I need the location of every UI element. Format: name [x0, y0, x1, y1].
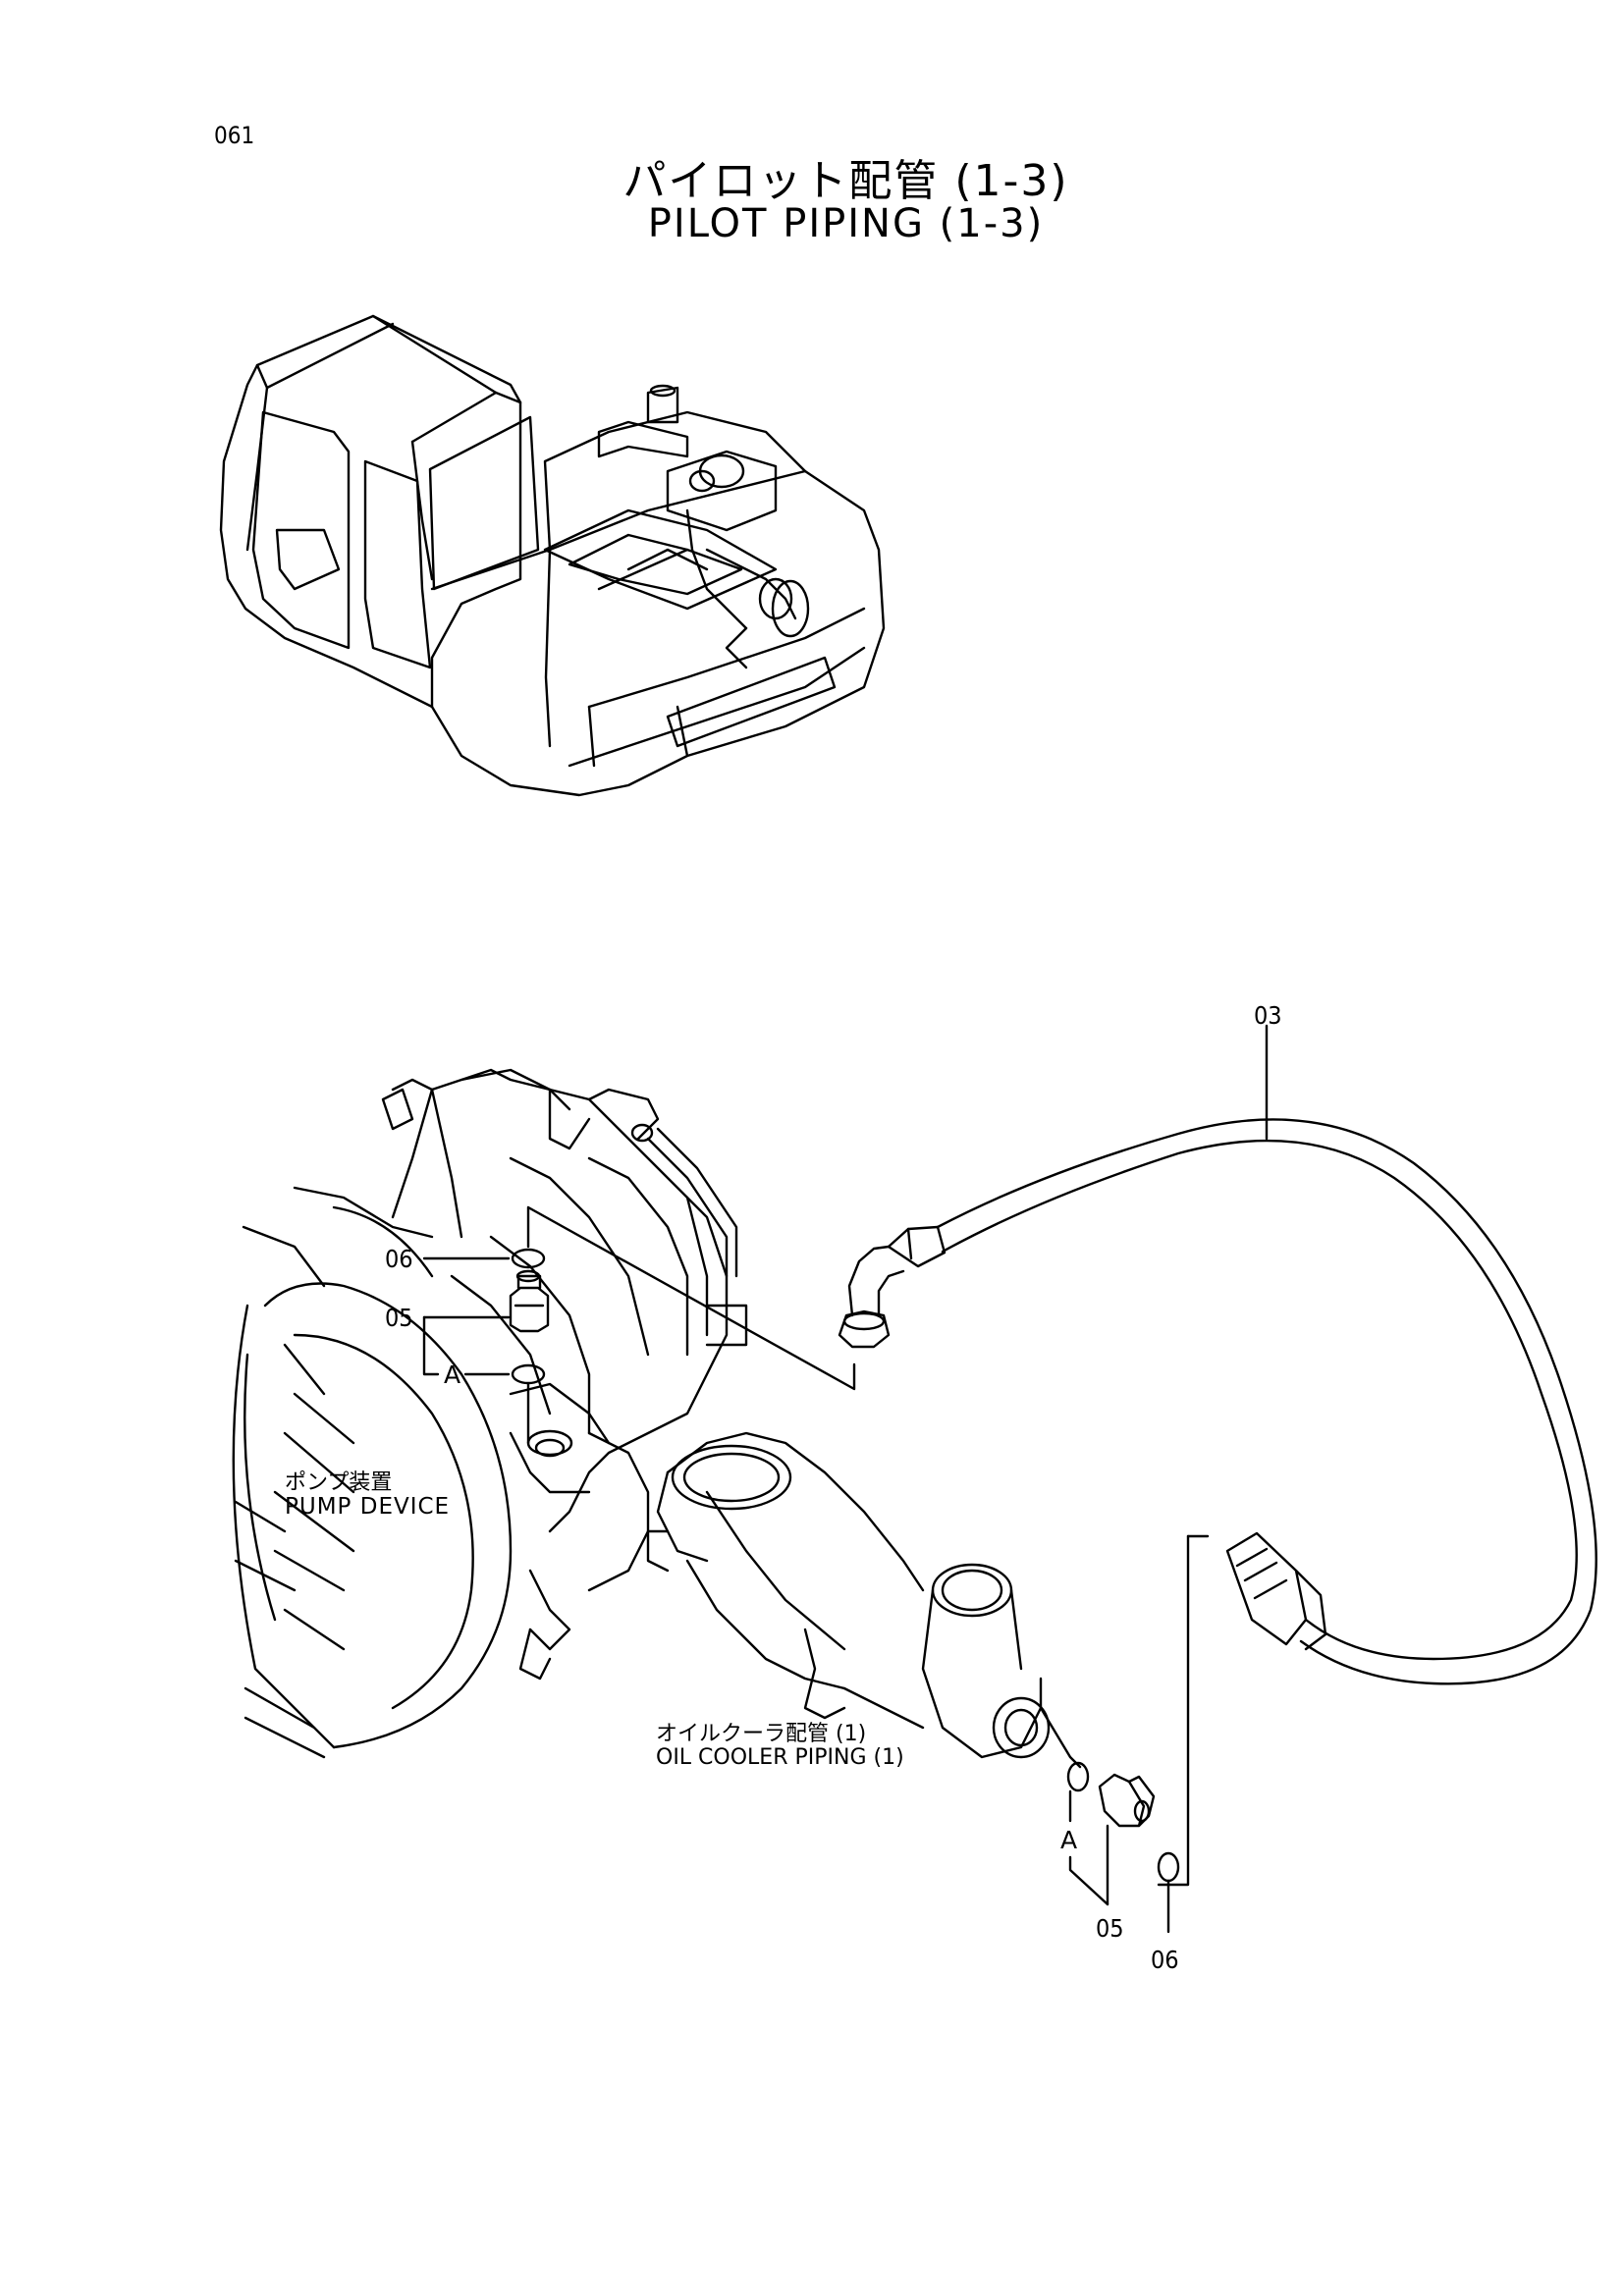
- label-part-06-bottom: 06: [1151, 1946, 1179, 1974]
- fitting-05-top: [509, 1274, 550, 1333]
- label-part-03: 03: [1254, 1001, 1282, 1030]
- label-oil-cooler-jp: オイルクーラ配管 (1): [656, 1722, 867, 1746]
- o-ring-06-top: [511, 1248, 546, 1269]
- label-oil-cooler-en: OIL COOLER PIPING (1): [656, 1745, 904, 1770]
- title-japanese: パイロット配管 (1-3): [622, 156, 1069, 206]
- o-ring-a-bottom: [1066, 1761, 1090, 1792]
- title-english: PILOT PIPING (1-3): [647, 201, 1045, 246]
- hose-03: [838, 1024, 1597, 1887]
- label-ref-a-top: A: [444, 1361, 461, 1389]
- page-number: 061: [214, 122, 255, 149]
- o-ring-a-top: [511, 1363, 546, 1385]
- label-part-05-bottom: 05: [1096, 1914, 1124, 1943]
- label-part-06-top: 06: [385, 1245, 413, 1273]
- pump-device-illustration: [232, 1068, 748, 1759]
- excavator-overview-illustration: [219, 314, 886, 797]
- label-ref-a-bottom: A: [1060, 1826, 1078, 1854]
- o-ring-06-bottom: [1157, 1851, 1180, 1883]
- label-pump-device-jp: ポンプ装置: [285, 1470, 393, 1495]
- label-part-05-top: 05: [385, 1304, 413, 1332]
- label-pump-device-en: PUMP DEVICE: [285, 1494, 451, 1520]
- fitting-group-top: [422, 1205, 856, 1445]
- oil-cooler-illustration: [646, 1431, 1051, 1759]
- fitting-group-bottom: [1039, 1706, 1180, 1934]
